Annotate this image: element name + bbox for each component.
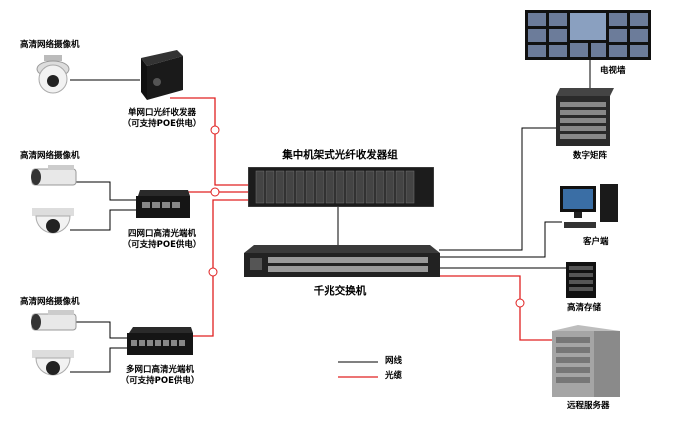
multi-port-label-1: 多网口高清光端机 (125, 365, 195, 375)
rack-label: 集中机架式光纤收发器组 (282, 149, 398, 161)
server-label: 远程服务器 (567, 401, 610, 411)
camera-label-mid: 高清网络摄像机 (20, 151, 80, 161)
four-port-label-2: （可支持POE供电） (122, 240, 202, 250)
remote-server-icon (552, 325, 620, 397)
single-port-transceiver-icon (141, 50, 183, 100)
multi-port-terminal-icon (127, 327, 193, 355)
fiber-line-multi-port (183, 199, 250, 337)
cable-cam2 (75, 181, 140, 201)
legend-network-label: 网线 (385, 356, 403, 366)
tv-wall-label: 电视墙 (600, 66, 626, 76)
tv-wall-icon (525, 10, 651, 60)
gigabit-switch-icon (244, 245, 440, 277)
fiber-marker-2 (210, 187, 220, 197)
digital-matrix-icon (556, 88, 614, 146)
client-computer-icon (560, 184, 618, 228)
dome-camera-icon-3 (32, 350, 74, 376)
client-label: 客户端 (583, 237, 609, 247)
multi-port-label-2: （可支持POE供电） (120, 376, 200, 386)
fiber-line-single-port (170, 97, 250, 186)
cable-matrix (439, 127, 556, 251)
single-port-label-2: （可支持POE供电） (122, 119, 202, 129)
bullet-camera-icon-2 (31, 310, 77, 331)
four-port-label-1: 四网口高清光端机 (127, 229, 197, 239)
fiber-marker-4 (515, 298, 525, 308)
bullet-camera-icon (31, 165, 77, 186)
camera-label-bot: 高清网络摄像机 (20, 297, 80, 307)
matrix-label: 数字矩阵 (573, 151, 608, 161)
cable-cam4 (75, 321, 130, 339)
fiber-marker-1 (210, 125, 220, 135)
hd-storage-icon (566, 262, 596, 298)
storage-label: 高清存储 (567, 303, 602, 313)
camera-label-top: 高清网络摄像机 (20, 40, 80, 50)
legend-fiber-label: 光缆 (385, 371, 403, 381)
cable-cam3 (70, 209, 140, 231)
fiber-rack-icon (248, 167, 434, 207)
cable-client (439, 221, 562, 258)
cable-cam5 (70, 347, 130, 373)
fiber-marker-3 (208, 267, 218, 277)
switch-label: 千兆交换机 (313, 285, 367, 297)
dome-camera-icon (36, 55, 70, 94)
fiber-line-server (439, 275, 560, 341)
single-port-label-1: 单网口光纤收发器 (127, 108, 197, 118)
dome-camera-icon-2 (32, 208, 74, 234)
four-port-terminal-icon (136, 190, 190, 218)
